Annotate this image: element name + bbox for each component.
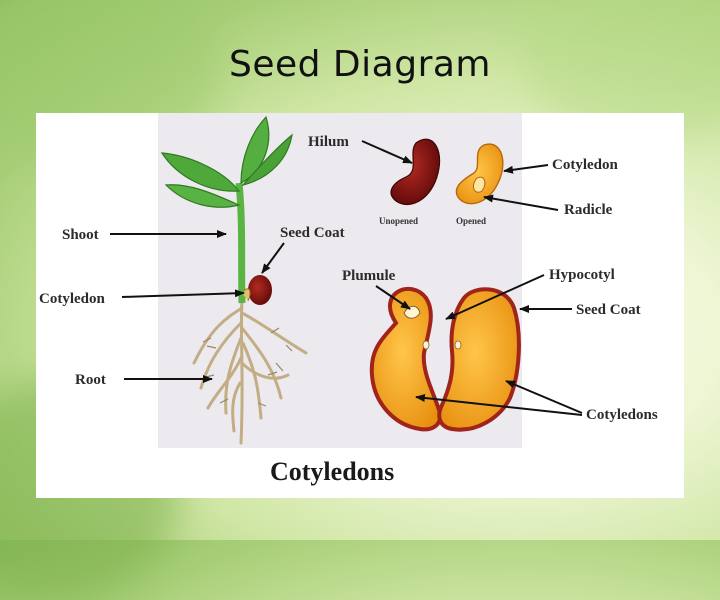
slide-title: Seed Diagram bbox=[0, 44, 720, 85]
seed-diagram-svg: Hilum Cotyledon Radicle Unopened Opened … bbox=[36, 113, 684, 498]
label-seed-coat-bean: Seed Coat bbox=[576, 302, 641, 318]
stem bbox=[239, 183, 242, 303]
label-root: Root bbox=[75, 372, 106, 388]
label-radicle: Radicle bbox=[564, 202, 613, 218]
opened-bean-radicle bbox=[474, 177, 485, 192]
label-hilum: Hilum bbox=[308, 134, 349, 150]
label-hypocotyl: Hypocotyl bbox=[549, 267, 615, 283]
label-opened: Opened bbox=[456, 216, 486, 226]
label-unopened: Unopened bbox=[379, 216, 418, 226]
label-cotyledon-left: Cotyledon bbox=[39, 291, 105, 307]
label-cotyledons: Cotyledons bbox=[586, 407, 658, 423]
seedling-seed-coat bbox=[248, 275, 272, 305]
figure-caption: Cotyledons bbox=[270, 457, 394, 486]
label-cotyledon-top: Cotyledon bbox=[552, 157, 618, 173]
label-plumule: Plumule bbox=[342, 268, 396, 284]
label-shoot: Shoot bbox=[62, 227, 99, 243]
label-seed-coat-plant: Seed Coat bbox=[280, 225, 345, 241]
seed-diagram-figure: Hilum Cotyledon Radicle Unopened Opened … bbox=[36, 113, 684, 498]
